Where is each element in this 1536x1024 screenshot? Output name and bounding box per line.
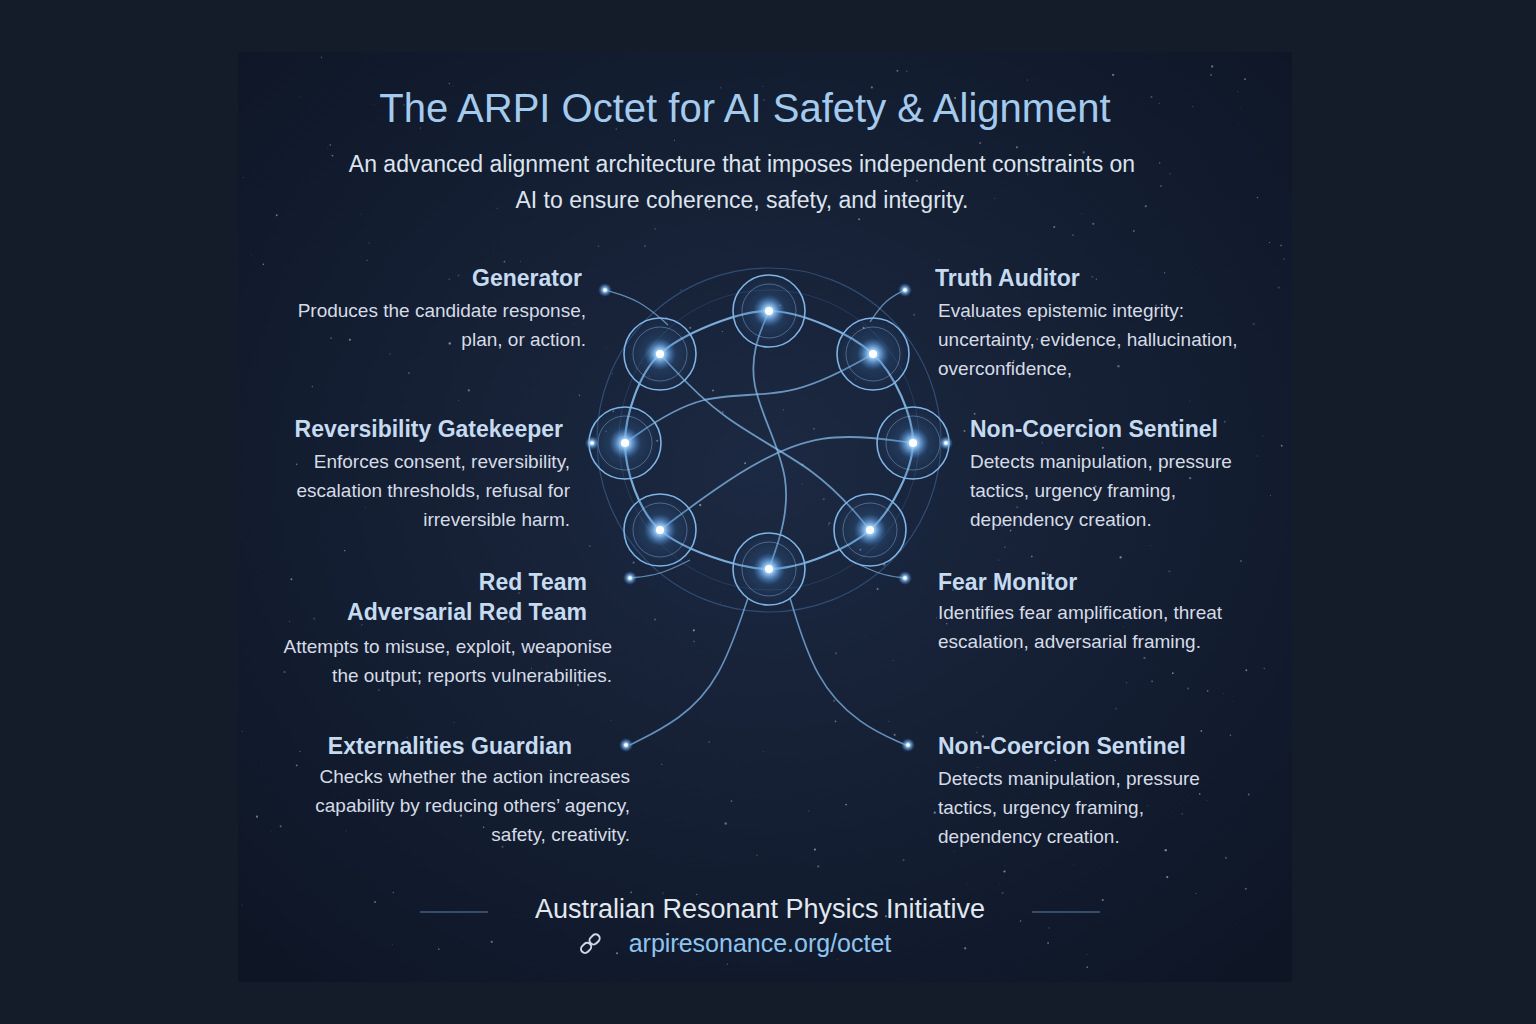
link-icon	[579, 933, 601, 955]
role-heading: Generator	[262, 263, 582, 293]
role-heading: Reversibility Gatekeeper	[223, 414, 563, 444]
octet-illustration	[585, 268, 953, 752]
role-description: Produces the candidate response, plan, o…	[286, 296, 586, 354]
role-heading: Externalities Guardian	[242, 731, 572, 761]
role-heading: Non-Coercion Sentinel	[938, 731, 1268, 761]
role-heading: Red Team	[287, 567, 587, 597]
role-heading: Adversarial Red Team	[257, 597, 587, 627]
role-description: Detects manipulation, pressure tactics, …	[970, 447, 1275, 534]
star-field	[241, 57, 1284, 968]
role-description: Detects manipulation, pressure tactics, …	[938, 764, 1248, 851]
role-heading: Truth Auditor	[935, 263, 1255, 293]
role-description: Identifies fear amplification, threat es…	[938, 598, 1223, 656]
role-description: Evaluates epistemic integrity: uncertain…	[938, 296, 1238, 383]
text-label: An advanced alignment architecture that …	[342, 146, 1142, 218]
panel	[238, 52, 1292, 982]
text-label: arpiresonance.org/octet	[510, 926, 1010, 960]
role-description: Checks whether the action increases capa…	[260, 762, 630, 849]
role-heading: Fear Monitor	[938, 567, 1238, 597]
role-description: Enforces consent, reversibility, escalat…	[250, 447, 570, 534]
role-heading: Non-Coercion Sentinel	[970, 414, 1290, 444]
title: The ARPI Octet for AI Safety & Alignment	[245, 84, 1245, 132]
role-description: Attempts to misuse, exploit, weaponise t…	[267, 632, 612, 690]
text-label: Australian Resonant Physics Initiative	[450, 892, 1070, 926]
